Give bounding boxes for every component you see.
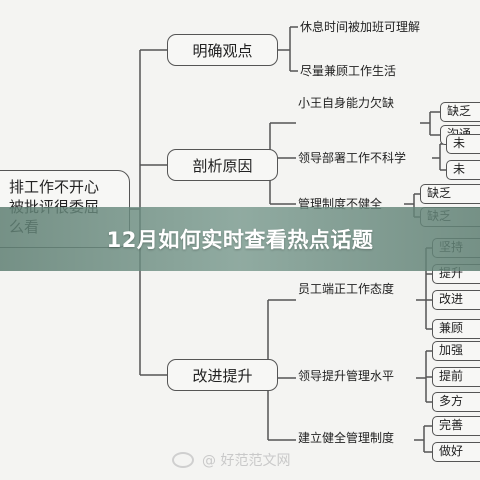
mini-node: 做好	[432, 442, 480, 462]
leaf-text: 领导部署工作不科学	[298, 151, 407, 165]
mini-node: 兼顾	[432, 319, 480, 339]
leaf-text: 小王自身能力欠缺	[298, 96, 395, 110]
mini-node: 缺乏	[420, 184, 480, 204]
leaf-text: 员工端正工作态度	[298, 282, 395, 296]
root-line-1: 排工作不开心	[9, 178, 100, 196]
mini-node: 未	[446, 160, 480, 180]
watermark-text: @ 好范范文网	[202, 453, 291, 469]
mini-node: 多方	[432, 392, 480, 412]
branch-label: 剖析原因	[192, 156, 253, 175]
leaf-text: 建立健全管理制度	[298, 431, 395, 445]
watermark: @ 好范范文网	[172, 450, 290, 470]
leaf-text: 领导提升管理水平	[298, 369, 395, 383]
banner-title: 12月如何实时查看热点话题	[106, 228, 374, 252]
branch-label: 明确观点	[192, 41, 253, 60]
mini-node: 缺乏	[440, 102, 480, 122]
branch-node-clarify: 明确观点	[167, 34, 278, 66]
mini-node: 完善	[432, 416, 480, 436]
branch-label: 改进提升	[192, 366, 253, 385]
mini-node: 未	[446, 134, 480, 154]
mini-node: 改进	[432, 290, 480, 310]
branch-node-improve: 改进提升	[167, 359, 278, 391]
title-banner[interactable]: 12月如何实时查看热点话题	[0, 207, 480, 271]
leaf-text: 尽量兼顾工作生活	[300, 64, 397, 78]
branch-node-analyze: 剖析原因	[167, 149, 278, 181]
mini-node: 加强	[432, 341, 480, 361]
mini-node: 提前	[432, 367, 480, 387]
weibo-logo-icon	[172, 452, 194, 468]
leaf-text: 休息时间被加班可理解	[300, 20, 421, 34]
